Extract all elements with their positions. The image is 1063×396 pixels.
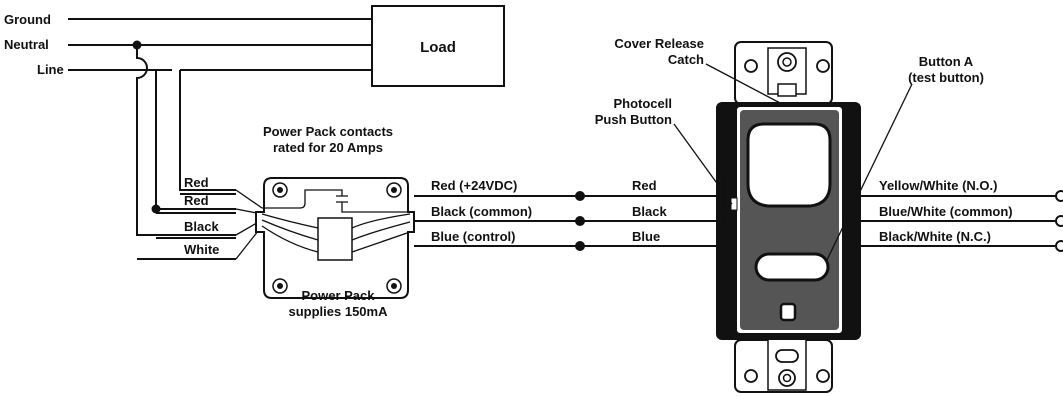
pp-input-leads bbox=[235, 189, 263, 260]
pp-contacts-line1: Power Pack contacts bbox=[263, 124, 393, 139]
line-junction bbox=[151, 204, 161, 214]
sensor-black: Black bbox=[632, 204, 667, 219]
pp-in-white: White bbox=[184, 242, 219, 257]
black-splice bbox=[575, 216, 585, 226]
switch-no: Yellow/White (N.O.) bbox=[879, 178, 997, 193]
ground-label: Ground bbox=[4, 12, 51, 27]
cover-release-leader bbox=[705, 63, 783, 105]
sensor-red: Red bbox=[632, 178, 657, 193]
load-switched-wire bbox=[179, 70, 236, 191]
cover-release-line2: Catch bbox=[668, 52, 704, 67]
button-a-leader bbox=[825, 83, 913, 263]
pp-out-red: Red (+24VDC) bbox=[431, 178, 517, 193]
cover-release-line1: Cover Release bbox=[614, 36, 704, 51]
yellow-white-end bbox=[1055, 190, 1063, 202]
blue-splice bbox=[575, 241, 585, 251]
pp-input-underlines bbox=[137, 193, 236, 260]
photocell-leader bbox=[673, 123, 733, 205]
switch-nc: Black/White (N.C.) bbox=[879, 229, 991, 244]
module-outputs bbox=[351, 213, 411, 253]
red-splice bbox=[575, 191, 585, 201]
button-a-line1: Button A bbox=[919, 54, 974, 69]
blue-white-end bbox=[1055, 215, 1063, 227]
power-pack bbox=[255, 177, 415, 299]
relay-contact bbox=[262, 189, 410, 213]
photocell-set-label: PHOTOCELL SET bbox=[720, 178, 726, 228]
pp-in-black: Black bbox=[184, 219, 219, 234]
sensor-blue: Blue bbox=[632, 229, 660, 244]
load-label: Load bbox=[420, 39, 456, 56]
pp-supplies-line1: Power Pack bbox=[302, 288, 376, 303]
pp-out-blue: Blue (control) bbox=[431, 229, 516, 244]
neutral-label: Neutral bbox=[4, 37, 49, 52]
line-label: Line bbox=[37, 62, 64, 77]
button-a-line2: (test button) bbox=[908, 70, 984, 85]
pp-in-red-2: Red bbox=[184, 193, 209, 208]
pp-contacts-line2: rated for 20 Amps bbox=[273, 140, 383, 155]
photocell-line1: Photocell bbox=[613, 96, 672, 111]
pp-supplies-line2: supplies 150mA bbox=[289, 304, 389, 319]
photocell-line2: Push Button bbox=[595, 112, 672, 127]
black-white-end bbox=[1055, 240, 1063, 252]
switch-common: Blue/White (common) bbox=[879, 204, 1013, 219]
wall-sensor bbox=[716, 41, 861, 393]
pp-out-black: Black (common) bbox=[431, 204, 532, 219]
load-box bbox=[371, 5, 505, 87]
pp-in-red-1: Red bbox=[184, 175, 209, 190]
power-module bbox=[317, 217, 353, 261]
module-inputs bbox=[261, 213, 319, 253]
